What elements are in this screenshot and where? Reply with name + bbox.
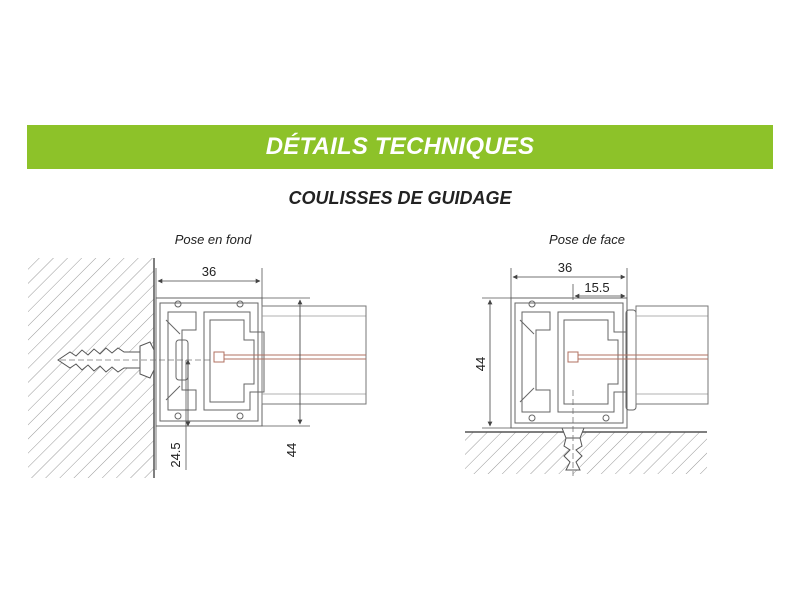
guide-rail-profile-face bbox=[510, 297, 637, 429]
screen-panel-face bbox=[567, 305, 709, 405]
dimension-height-left bbox=[262, 297, 310, 427]
dimension-label-15-5: 15.5 bbox=[584, 280, 609, 295]
figure-pose-en-fond: 36 24.5 44 bbox=[28, 258, 367, 478]
dimension-height-right bbox=[482, 297, 511, 429]
page-title: DÉTAILS TECHNIQUES bbox=[265, 133, 535, 160]
dimension-inner-right bbox=[572, 284, 626, 300]
section-banner: DÉTAILS TECHNIQUES bbox=[27, 125, 773, 169]
dimension-width-left bbox=[155, 268, 263, 298]
dimension-height-small-left bbox=[155, 359, 191, 470]
floor-hatch bbox=[465, 432, 707, 474]
dimension-width-right bbox=[510, 268, 628, 298]
section-subtitle: COULISSES DE GUIDAGE bbox=[288, 188, 512, 208]
dimension-label-36-right: 36 bbox=[558, 260, 572, 275]
figure-pose-de-face: 36 15.5 44 bbox=[465, 260, 709, 476]
dimension-label-44-left: 44 bbox=[284, 443, 299, 457]
dimension-label-36-left: 36 bbox=[202, 264, 216, 279]
figure-label-right: Pose de face bbox=[549, 232, 625, 247]
figure-label-left: Pose en fond bbox=[174, 232, 252, 247]
screen-panel bbox=[213, 305, 367, 405]
dimension-label-24-5: 24.5 bbox=[168, 442, 183, 467]
guide-rail-profile bbox=[155, 297, 265, 427]
screw-icon bbox=[57, 341, 210, 379]
dimension-label-44-right: 44 bbox=[473, 357, 488, 371]
